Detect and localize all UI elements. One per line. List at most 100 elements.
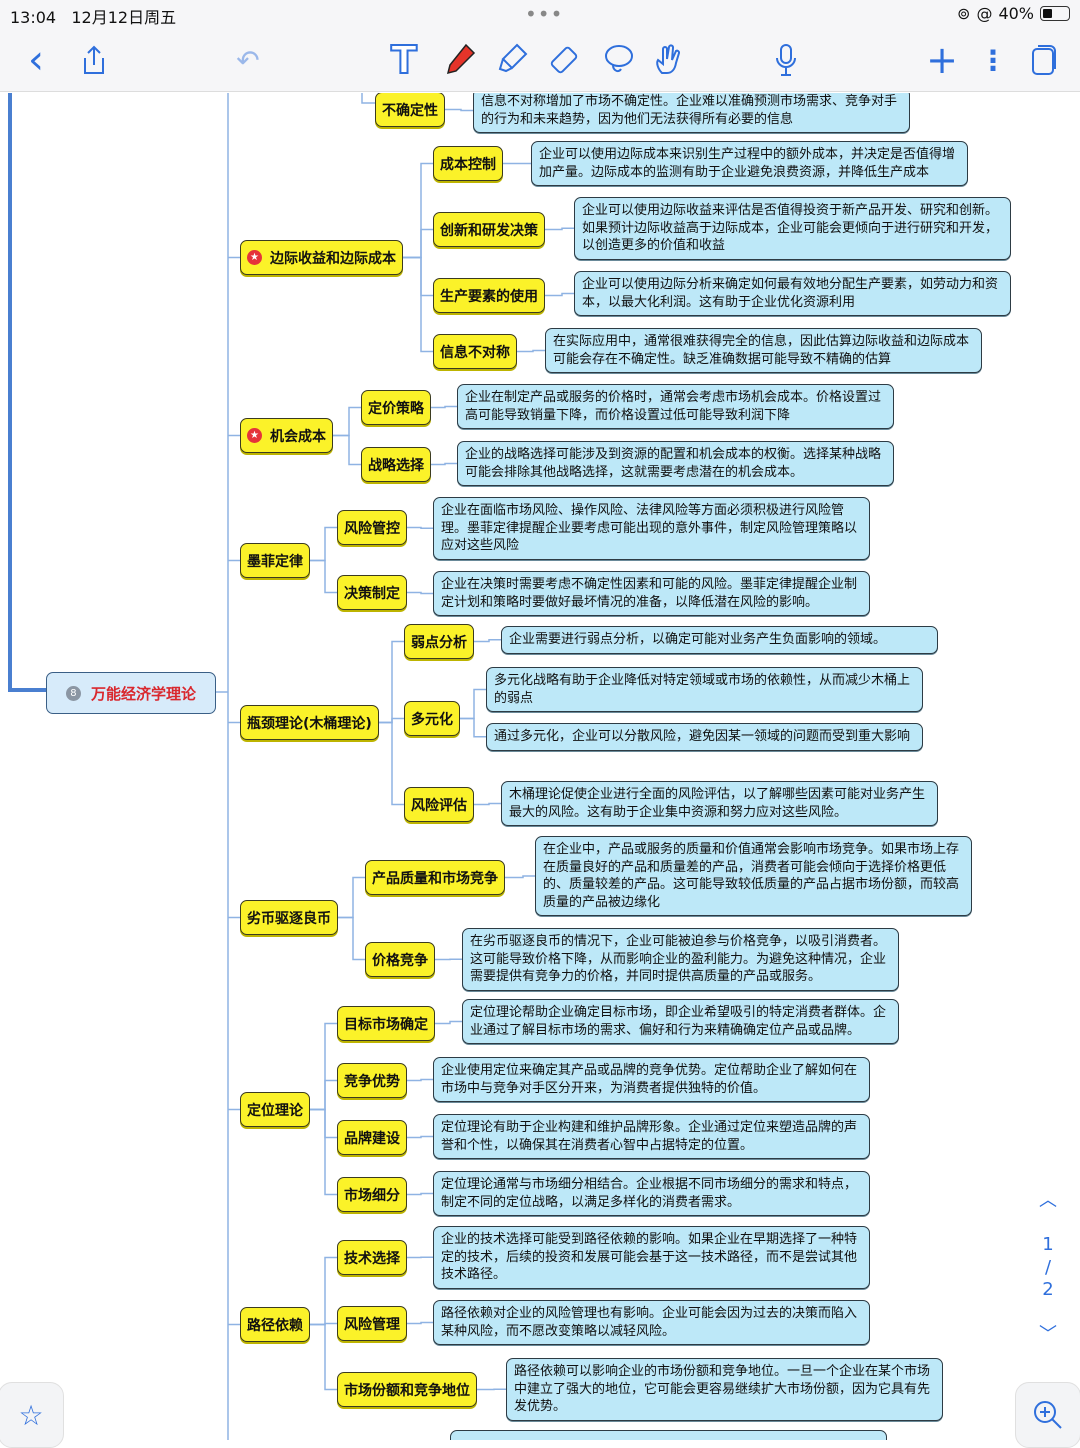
branch-node[interactable]: 路径依赖 bbox=[240, 1307, 310, 1342]
branch-node[interactable]: ★边际收益和边际成本 bbox=[240, 240, 403, 275]
topic-node[interactable]: 决策制定 bbox=[337, 575, 407, 610]
topic-node[interactable]: 目标市场确定 bbox=[337, 1006, 435, 1041]
detail-node[interactable]: 企业使用定位来确定其产品或品牌的竞争优势。定位帮助企业了解如何在市场中与竞争对手… bbox=[433, 1057, 870, 1102]
multitask-dots[interactable]: ••• bbox=[525, 2, 563, 26]
back-button[interactable]: ‹ bbox=[18, 42, 54, 78]
topic-node[interactable]: 定价策略 bbox=[361, 390, 431, 425]
detail-node[interactable]: 在实际应用中，通常很难获得完全的信息，因此估算边际收益和边际成本可能会存在不确定… bbox=[545, 328, 982, 373]
star-icon: ★ bbox=[247, 428, 262, 443]
detail-node[interactable]: 企业在决策时需要考虑不确定性因素和可能的风险。墨菲定律提醒企业制定计划和策略时要… bbox=[433, 571, 870, 616]
connector bbox=[407, 1137, 433, 1138]
detail-node[interactable]: 企业可以使用边际收益来评估是否值得投资于新产品开发、研究和创新。如果预计边际收益… bbox=[574, 197, 1011, 260]
date: 12月12日周五 bbox=[71, 8, 176, 27]
topic-node[interactable]: 战略选择 bbox=[361, 447, 431, 482]
hand-icon[interactable] bbox=[652, 42, 688, 78]
connector bbox=[310, 1110, 337, 1138]
page-current: 1 bbox=[1030, 1234, 1066, 1255]
connector bbox=[333, 408, 361, 436]
topic-node[interactable]: 不确定性 bbox=[375, 93, 445, 127]
page-up-button[interactable]: ︿ bbox=[1030, 1186, 1066, 1212]
topic-node[interactable]: 弱点分析 bbox=[404, 624, 474, 659]
detail-node[interactable]: 多元化战略有助于企业降低对特定领域或市场的依赖性，从而减少木桶上的弱点 bbox=[486, 667, 923, 712]
topic-node[interactable]: 风险评估 bbox=[404, 787, 474, 822]
topic-node[interactable]: 生产要素的使用 bbox=[433, 278, 545, 313]
connector bbox=[310, 1110, 337, 1195]
detail-node[interactable]: 在劣币驱逐良币的情况下，企业可能被迫参与价格竞争，以吸引消费者。这可能导致价格下… bbox=[462, 928, 899, 991]
lasso-icon[interactable] bbox=[600, 42, 636, 78]
detail-node[interactable]: 通过多元化，企业可以分散风险，避免因某一领域的问题而受到重大影响 bbox=[486, 723, 923, 751]
connector bbox=[379, 723, 404, 805]
topic-node[interactable]: 风险管理 bbox=[337, 1306, 407, 1341]
detail-node[interactable]: 路径依赖对企业的风险管理也有影响。企业可能会因为过去的决策而陷入某种风险，而不愿… bbox=[433, 1300, 870, 1345]
connector bbox=[474, 640, 501, 642]
topic-node[interactable]: 产品质量和市场竞争 bbox=[365, 860, 505, 895]
connector bbox=[474, 804, 501, 805]
topic-node[interactable]: 多元化 bbox=[404, 701, 460, 736]
eraser-icon[interactable] bbox=[546, 42, 582, 78]
highlighter-icon[interactable] bbox=[494, 42, 530, 78]
connector bbox=[460, 690, 486, 719]
pages-icon[interactable] bbox=[1026, 42, 1062, 78]
connector bbox=[310, 1024, 337, 1110]
connector bbox=[431, 407, 457, 408]
detail-node[interactable]: 企业在面临市场风险、操作风险、法律风险等方面必须积极进行风险管理。墨菲定律提醒企… bbox=[433, 497, 870, 560]
toolbar: ‹ ↶ T + ⋮ bbox=[0, 28, 1080, 92]
branch-node[interactable]: 墨菲定律 bbox=[240, 543, 310, 578]
topic-node[interactable]: 技术选择 bbox=[337, 1240, 407, 1275]
mic-icon[interactable] bbox=[768, 42, 804, 78]
pen-icon[interactable] bbox=[442, 42, 478, 78]
undo-button[interactable]: ↶ bbox=[230, 42, 266, 78]
root-parent-connector bbox=[10, 93, 46, 690]
detail-node[interactable]: 木桶理论促使企业进行全面的风险评估，以了解哪些因素可能对业务产生最大的风险。这有… bbox=[501, 781, 938, 826]
detail-node[interactable]: 信息不对称增加了市场不确定性。企业难以准确预测市场需求、竞争对手的行为和未来趋势… bbox=[473, 93, 910, 133]
star-outline-icon: ☆ bbox=[18, 1399, 43, 1432]
detail-node[interactable]: 企业可以使用边际成本来识别生产过程中的额外成本，并决定是否值得增加产量。边际成本… bbox=[531, 141, 968, 186]
badge-icon: 8 bbox=[66, 686, 81, 701]
connector bbox=[338, 878, 365, 918]
more-menu-button[interactable]: ⋮ bbox=[975, 42, 1011, 78]
detail-node[interactable]: 企业在制定产品或服务的价格时，通常会考虑市场机会成本。价格设置过高可能导致销量下… bbox=[457, 384, 894, 429]
branch-node[interactable]: 劣币驱逐良币 bbox=[240, 900, 338, 935]
connector bbox=[407, 1323, 433, 1324]
branch-node[interactable]: ★机会成本 bbox=[240, 418, 333, 453]
page-down-button[interactable]: ﹀ bbox=[1030, 1320, 1066, 1346]
connector bbox=[310, 1081, 337, 1110]
text-tool[interactable]: T bbox=[386, 42, 422, 78]
star-icon: ★ bbox=[247, 250, 262, 265]
topic-node[interactable]: 创新和研发决策 bbox=[433, 212, 545, 247]
branch-node[interactable]: 定位理论 bbox=[240, 1092, 310, 1127]
detail-node[interactable]: 企业需要进行弱点分析，以确定可能对业务产生负面影响的领域。 bbox=[501, 626, 938, 654]
connector bbox=[435, 1022, 462, 1024]
status-bar: 13:04 12月12日周五 ••• ⊚@40% bbox=[0, 0, 1080, 28]
detail-node-cutoff[interactable] bbox=[450, 1430, 887, 1440]
page-separator: / bbox=[1030, 1257, 1066, 1278]
topic-node[interactable]: 市场份额和竞争地位 bbox=[337, 1372, 477, 1407]
detail-node[interactable]: 定位理论有助于企业构建和维护品牌形象。企业通过定位来塑造品牌的声誉和个性，以确保… bbox=[433, 1114, 870, 1159]
add-button[interactable]: + bbox=[924, 42, 960, 78]
zoom-button[interactable] bbox=[1015, 1382, 1080, 1448]
connector bbox=[407, 593, 433, 594]
connector bbox=[403, 230, 433, 258]
detail-node[interactable]: 企业的技术选择可能受到路径依赖的影响。如果企业在早期选择了一种特定的技术，后续的… bbox=[433, 1226, 870, 1289]
topic-node[interactable]: 信息不对称 bbox=[433, 334, 517, 369]
detail-node[interactable]: 企业可以使用边际分析来确定如何最有效地分配生产要素，如劳动力和资本，以最大化利润… bbox=[574, 271, 1011, 316]
detail-node[interactable]: 在企业中，产品或服务的质量和价值通常会影响市场竞争。如果市场上存在质量良好的产品… bbox=[535, 836, 972, 916]
topic-node[interactable]: 市场细分 bbox=[337, 1177, 407, 1212]
connector bbox=[379, 642, 404, 723]
detail-node[interactable]: 路径依赖可以影响企业的市场份额和竞争地位。一旦一个企业在某个市场中建立了强大的地… bbox=[506, 1358, 943, 1421]
favorite-button[interactable]: ☆ bbox=[0, 1382, 64, 1448]
detail-node[interactable]: 企业的战略选择可能涉及到资源的配置和机会成本的权衡。选择某种战略可能会排除其他战… bbox=[457, 441, 894, 486]
connector bbox=[407, 1080, 433, 1081]
share-icon[interactable] bbox=[76, 42, 112, 78]
topic-node[interactable]: 价格竞争 bbox=[365, 942, 435, 977]
connector bbox=[403, 164, 433, 258]
topic-node[interactable]: 成本控制 bbox=[433, 146, 503, 181]
detail-node[interactable]: 定位理论通常与市场细分相结合。企业根据不同市场细分的需求和特点，制定不同的定位战… bbox=[433, 1171, 870, 1216]
topic-node[interactable]: 竞争优势 bbox=[337, 1063, 407, 1098]
detail-node[interactable]: 定位理论帮助企业确定目标市场，即企业希望吸引的特定消费者群体。企业通过了解目标市… bbox=[462, 999, 899, 1044]
branch-node[interactable]: 瓶颈理论(木桶理论) bbox=[240, 705, 379, 740]
topic-node[interactable]: 品牌建设 bbox=[337, 1120, 407, 1155]
topic-node[interactable]: 风险管控 bbox=[337, 510, 407, 545]
